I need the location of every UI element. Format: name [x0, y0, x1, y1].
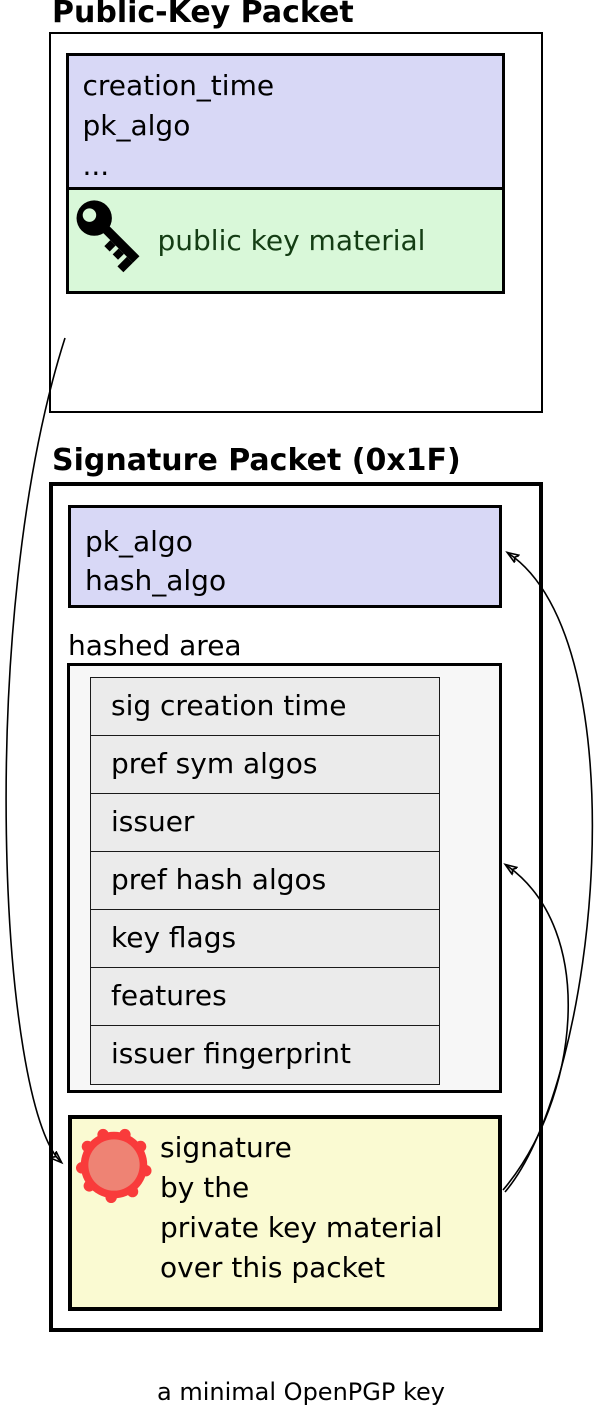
subpacket-row: pref sym algos: [91, 736, 439, 794]
signature-description: signature by the private key material ov…: [160, 1128, 443, 1288]
algo-field-line: hash_algo: [85, 564, 227, 597]
pk-fields-box: creation_time pk_algo ...: [65, 52, 505, 294]
signature-text-line: over this packet: [160, 1251, 386, 1284]
pk-header-fields: creation_time pk_algo ...: [68, 55, 502, 190]
signature-text-line: private key material: [160, 1211, 443, 1244]
signature-packet-title: Signature Packet (0x1F): [52, 443, 461, 478]
public-key-packet-title: Public-Key Packet: [52, 0, 354, 30]
pk-field-line: creation_time: [82, 68, 275, 102]
diagram-caption: a minimal OpenPGP key: [157, 1378, 445, 1406]
public-key-material-label: public key material: [157, 223, 426, 257]
subpacket-row: pref hash algos: [91, 852, 439, 910]
subpacket-row: sig creation time: [91, 678, 439, 736]
pk-field-line: ...: [82, 148, 110, 182]
subpacket-row: issuer: [91, 794, 439, 852]
signature-text-line: signature: [160, 1131, 292, 1164]
subpacket-row: issuer fingerprint: [111, 1037, 352, 1070]
signature-algo-fields-box: pk_algo hash_algo: [68, 505, 502, 608]
subpacket-list: sig creation time pref sym algos issuer …: [90, 677, 440, 1085]
subpacket-row: key flags: [91, 910, 439, 968]
subpacket-row: features: [91, 968, 439, 1026]
seal-icon: [76, 1127, 152, 1203]
key-icon: [74, 194, 154, 286]
pk-field-line: pk_algo: [82, 108, 191, 142]
hashed-area-box: sig creation time pref sym algos issuer …: [67, 663, 502, 1093]
public-key-material-section: public key material: [68, 189, 502, 291]
algo-field-line: pk_algo: [85, 525, 193, 558]
hashed-area-label: hashed area: [68, 629, 242, 662]
signature-text-line: by the: [160, 1171, 250, 1204]
public-key-packet-box: creation_time pk_algo ...: [49, 32, 543, 413]
signature-box: signature by the private key material ov…: [68, 1115, 502, 1311]
